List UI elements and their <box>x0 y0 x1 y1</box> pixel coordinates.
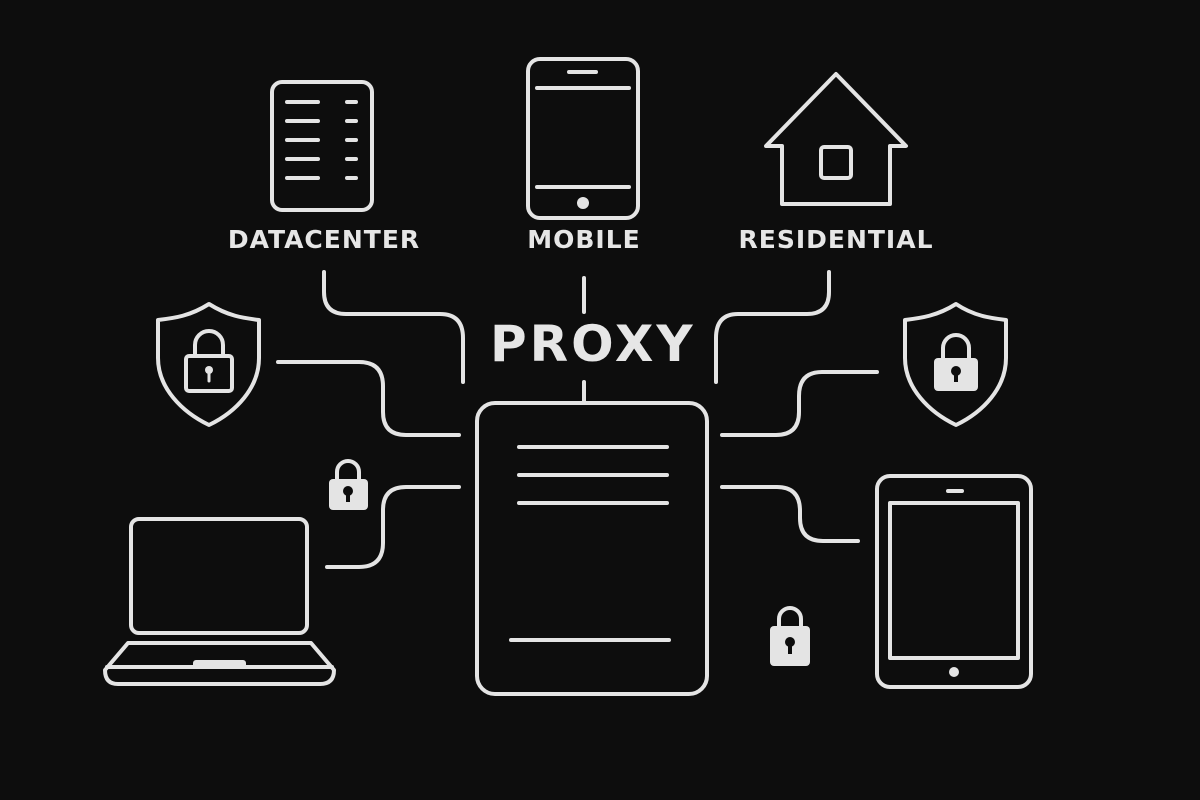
shield-lock-icon-right <box>903 302 1008 427</box>
laptop-icon <box>103 517 336 686</box>
house-icon <box>764 72 908 206</box>
tablet-icon <box>875 474 1033 689</box>
residential-label: RESIDENTIAL <box>738 225 934 254</box>
padlock-icon-right <box>770 606 810 666</box>
mobile-label: MOBILE <box>527 225 641 254</box>
smartphone-icon <box>526 57 640 220</box>
datacenter-label: DATACENTER <box>227 225 421 254</box>
padlock-icon-left <box>329 459 368 510</box>
shield-lock-icon-left <box>156 302 261 427</box>
category-connectors <box>322 270 831 404</box>
left-connectors <box>276 360 461 569</box>
proxy-server-icon <box>475 401 709 696</box>
server-rack-icon <box>270 80 374 212</box>
right-connectors <box>720 370 879 543</box>
proxy-title: PROXY <box>490 315 696 373</box>
